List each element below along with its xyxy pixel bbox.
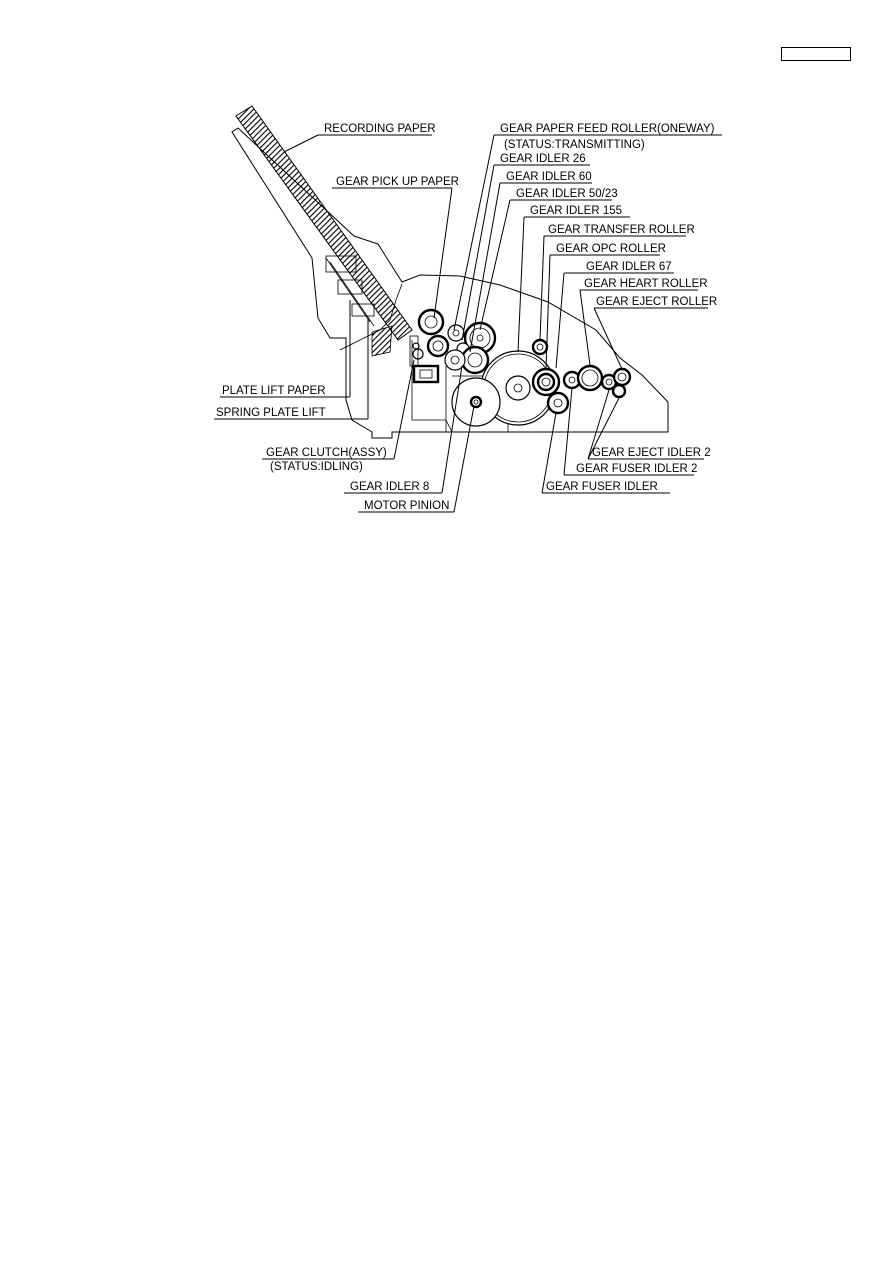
label-gear-eject-idler-2: GEAR EJECT IDLER 2 [592, 447, 711, 459]
label-gear-idler-67: GEAR IDLER 67 [586, 261, 672, 273]
label-gear-opc-roller: GEAR OPC ROLLER [556, 243, 666, 255]
label-gear-pick-up-paper: GEAR PICK UP PAPER [336, 176, 459, 188]
leader-lines [214, 134, 722, 513]
gear-fuser-idler-shape [546, 391, 570, 415]
label-plate-lift-paper: PLATE LIFT PAPER [222, 385, 326, 397]
label-gear-eject-roller: GEAR EJECT ROLLER [596, 296, 717, 308]
gear-eject-roller-shape [611, 367, 632, 399]
text-labels: RECORDING PAPER GEAR PAPER FEED ROLLER(O… [216, 123, 717, 512]
label-spring-plate-lift: SPRING PLATE LIFT [216, 407, 326, 419]
label-gear-fuser-idler: GEAR FUSER IDLER [546, 481, 658, 493]
label-gear-idler-60: GEAR IDLER 60 [506, 171, 592, 183]
label-gear-idler-8: GEAR IDLER 8 [350, 481, 429, 493]
gear-clutch-assy-shape [409, 334, 450, 384]
label-gear-fuser-idler-2: GEAR FUSER IDLER 2 [576, 463, 697, 475]
gear-transfer-roller-shape [531, 338, 549, 356]
label-gear-heart-roller: GEAR HEART ROLLER [584, 278, 708, 290]
gear-opc-roller-shape [531, 367, 561, 397]
label-recording-paper: RECORDING PAPER [324, 123, 436, 135]
label-gear-paper-feed-roller: GEAR PAPER FEED ROLLER(ONEWAY) [500, 123, 715, 135]
label-gear-idler-155: GEAR IDLER 155 [530, 205, 622, 217]
motor-pinion-shape [451, 377, 501, 427]
gear-idler-50-23-shape [444, 345, 490, 375]
label-motor-pinion: MOTOR PINION [364, 500, 449, 512]
gear-heart-roller-shape [576, 364, 604, 392]
recording-paper-stack [235, 105, 413, 357]
label-gear-idler-50-23: GEAR IDLER 50/23 [516, 188, 618, 200]
label-status-idling: (STATUS:IDLING) [270, 461, 363, 473]
gear-idler-26-shape [447, 324, 465, 342]
label-status-transmitting: (STATUS:TRANSMITTING) [504, 139, 645, 151]
page-number-box [781, 47, 851, 61]
label-gear-clutch-assy: GEAR CLUTCH(ASSY) [266, 447, 387, 459]
gear-pick-up-paper-shape [417, 308, 445, 336]
label-gear-idler-26: GEAR IDLER 26 [500, 153, 586, 165]
label-gear-transfer-roller: GEAR TRANSFER ROLLER [548, 224, 695, 236]
